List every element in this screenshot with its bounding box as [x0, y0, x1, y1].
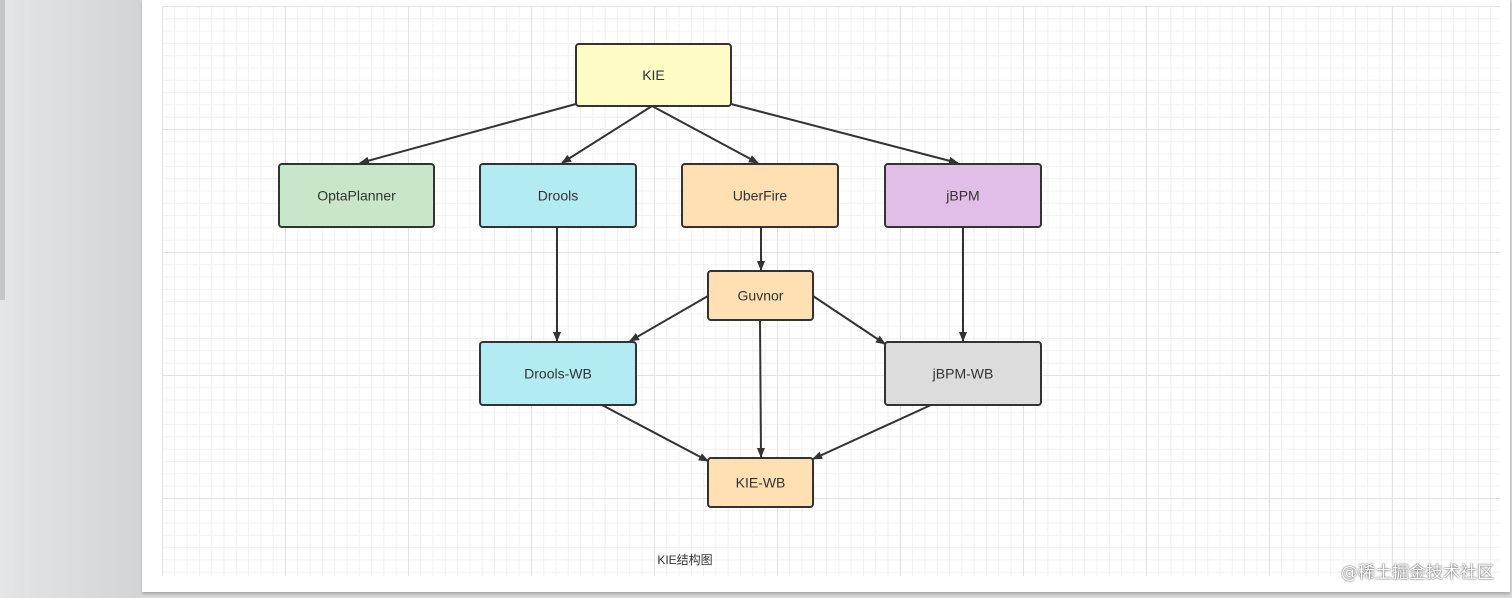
- node-label-drools: Drools: [538, 188, 578, 204]
- page-sheet: [142, 0, 1510, 592]
- node-box-uberfire: [681, 163, 839, 228]
- edge-guvnor-to-kie-wb: [756, 319, 765, 458]
- node-kie-wb[interactable]: KIE-WB: [707, 457, 814, 508]
- node-box-kie-wb: [707, 457, 814, 508]
- nodes-layer: KIE OptaPlanner Drools UberFire jBPM GuvnorDr…: [278, 43, 1042, 508]
- node-kie[interactable]: KIE: [575, 43, 732, 107]
- edge-guvnor-to-drools-wb: [629, 295, 709, 342]
- edge-jbpm-wb-to-kie-wb: [812, 404, 932, 460]
- edge-guvnor-to-jbpm-wb: [812, 295, 886, 345]
- diagram-caption: KIE结构图: [657, 553, 713, 567]
- edge-kie-to-optaplanner: [359, 103, 577, 165]
- node-drools[interactable]: Drools: [479, 163, 637, 228]
- node-label-optaplanner: OptaPlanner: [317, 188, 396, 204]
- node-label-guvnor: Guvnor: [738, 288, 784, 304]
- node-box-drools: [479, 163, 637, 228]
- node-box-jbpm: [884, 163, 1042, 228]
- node-jbpm-wb[interactable]: jBPM-WB: [884, 341, 1042, 406]
- grid-canvas: [162, 6, 1500, 576]
- node-label-jbpm: jBPM: [945, 188, 979, 204]
- side-panel-edge: [0, 0, 5, 300]
- node-box-guvnor: [707, 270, 814, 321]
- edge-kie-to-jbpm: [730, 103, 959, 165]
- side-panel: [0, 0, 140, 598]
- node-guvnor[interactable]: Guvnor: [707, 270, 814, 321]
- node-uberfire[interactable]: UberFire: [681, 163, 839, 228]
- node-optaplanner[interactable]: OptaPlanner: [278, 163, 435, 228]
- node-label-uberfire: UberFire: [733, 188, 788, 204]
- watermark: @稀土掘金技术社区: [1341, 563, 1494, 583]
- node-box-optaplanner: [278, 163, 435, 228]
- node-box-kie: [575, 43, 732, 107]
- node-label-kie: KIE: [642, 67, 665, 83]
- node-label-kie-wb: KIE-WB: [736, 475, 786, 491]
- edge-drools-wb-to-kie-wb: [601, 404, 709, 462]
- node-label-drools-wb: Drools-WB: [524, 366, 592, 382]
- edge-kie-to-drools: [561, 105, 653, 164]
- node-jbpm[interactable]: jBPM: [884, 163, 1042, 228]
- edge-kie-to-uberfire: [651, 105, 759, 164]
- edges-layer: [359, 103, 967, 462]
- node-label-jbpm-wb: jBPM-WB: [932, 366, 994, 382]
- node-box-jbpm-wb: [884, 341, 1042, 406]
- node-drools-wb[interactable]: Drools-WB: [479, 341, 637, 406]
- node-box-drools-wb: [479, 341, 637, 406]
